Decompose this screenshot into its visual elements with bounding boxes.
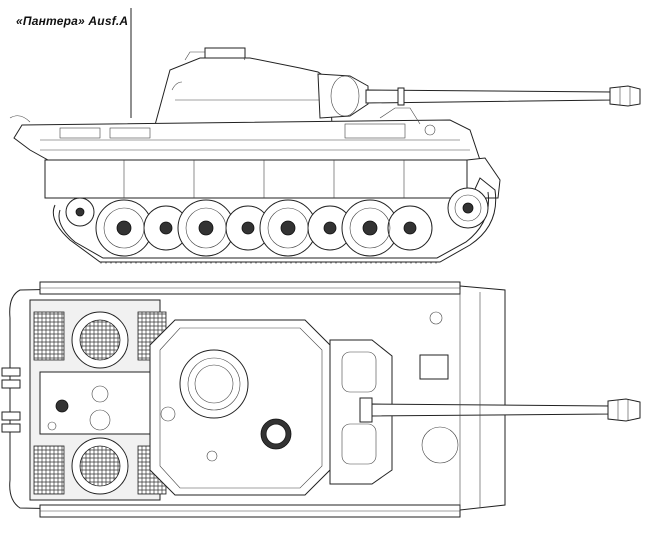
exhausts: [1, 367, 21, 433]
top-view: [1, 281, 641, 518]
muzzle-brake-side: [609, 85, 641, 107]
loader-hatch: [260, 418, 292, 450]
engine-fan-upper: [71, 311, 129, 369]
commander-cupola: [179, 349, 249, 419]
engine-fan-lower: [71, 437, 129, 495]
side-view: [9, 8, 641, 264]
road-wheels: [65, 187, 489, 257]
muzzle-brake-top: [607, 398, 641, 422]
mantlet-top: [359, 397, 373, 423]
track-side: [52, 177, 497, 263]
drawing-title: «Пантера» Ausf.A: [16, 14, 129, 28]
gun-barrel-top: [371, 403, 611, 417]
side-turret: [154, 57, 333, 127]
gun-mantlet: [317, 73, 369, 119]
top-turret: [149, 319, 331, 496]
